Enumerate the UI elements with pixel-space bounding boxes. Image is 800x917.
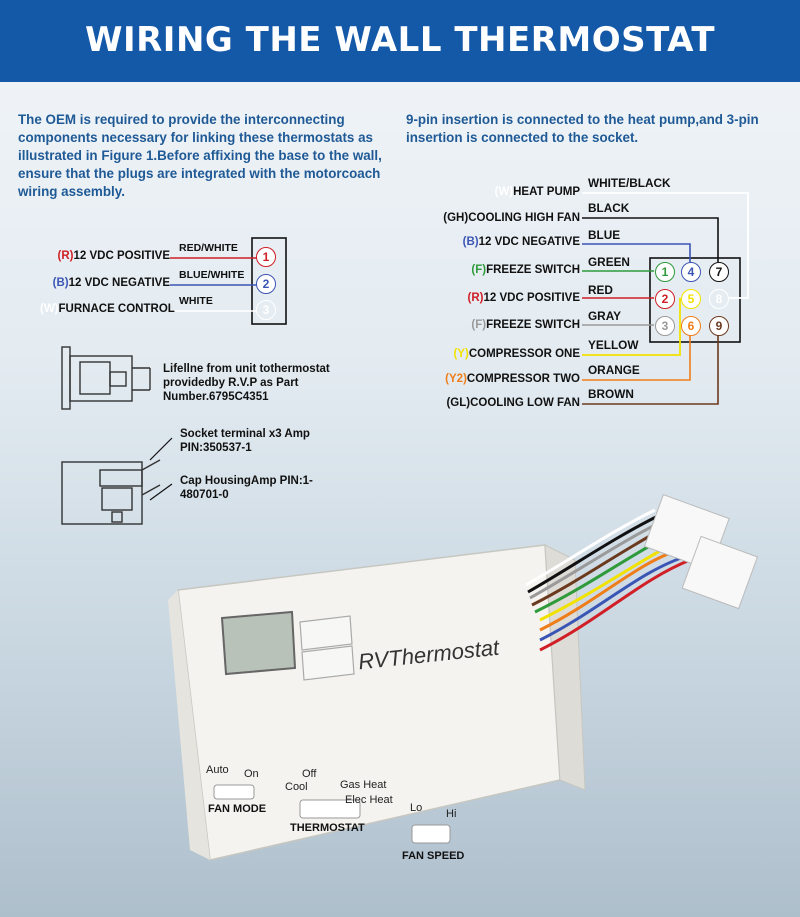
three-pin-row-1-wire: RED/WHITE <box>179 242 238 254</box>
fan-speed-lo: Lo <box>410 802 423 814</box>
three-pin-2: 2 <box>256 274 276 294</box>
fan-speed-hi: Hi <box>446 808 457 820</box>
fan-mode-label: FAN MODE <box>208 803 267 815</box>
wire-brown <box>582 334 719 405</box>
nine-pin-compressor-1-wire: YELLOW <box>588 338 639 352</box>
wire-yellow <box>582 298 681 356</box>
nine-pin-compressor-1-label: (Y)COMPRESSOR ONE <box>453 348 580 360</box>
three-pin-row-2-label: (B)12 VDC NEGATIVE <box>52 277 170 289</box>
thermostat-illustration <box>168 544 586 861</box>
nine-pin-4: 4 <box>681 262 701 282</box>
intro-left-text: The OEM is required to provide the inter… <box>18 112 382 199</box>
nine-pin-freeze-1-label: (F)FREEZE SWITCH <box>471 264 580 276</box>
nine-pin-compressor-2-wire: ORANGE <box>588 363 640 377</box>
mode-gas-heat: Gas Heat <box>340 779 387 791</box>
mode-cool: Cool <box>285 781 308 793</box>
three-pin-row-3-label: (W)FURNACE CONTROL <box>40 303 175 315</box>
nine-pin-heat-pump-wire: WHITE/BLACK <box>588 176 671 190</box>
nine-pin-cooling-high-label: (GH)COOLING HIGH FAN <box>443 212 580 224</box>
nine-pin-6: 6 <box>681 316 701 336</box>
three-pin-1: 1 <box>256 247 276 267</box>
page-title: WIRING THE WALL THERMOSTAT <box>84 20 716 60</box>
nine-pin-negative-label: (B)12 VDC NEGATIVE <box>462 236 580 248</box>
nine-pin-positive-label: (R)12 VDC POSITIVE <box>467 292 580 304</box>
wire-orange <box>582 334 691 381</box>
nine-pin-3: 3 <box>655 316 675 336</box>
nine-pin-connector <box>649 257 741 343</box>
three-pin-connector <box>251 237 287 325</box>
three-pin-row-2-wire: BLUE/WHITE <box>179 269 245 281</box>
three-pin-3: 3 <box>256 300 276 320</box>
nine-pin-5: 5 <box>681 289 701 309</box>
fan-speed-label: FAN SPEED <box>402 850 465 862</box>
nine-pin-9: 9 <box>709 316 729 336</box>
nine-pin-freeze-1-wire: GREEN <box>588 255 630 269</box>
three-pin-row-1-label: (R)12 VDC POSITIVE <box>57 250 170 262</box>
nine-pin-positive-wire: RED <box>588 283 613 297</box>
nine-pin-freeze-2-label: (F)FREEZE SWITCH <box>471 319 580 331</box>
three-pin-row-3-wire: WHITE <box>179 295 213 307</box>
fan-mode-auto: Auto <box>206 764 229 776</box>
nine-pin-cooling-high-wire: BLACK <box>588 201 630 215</box>
cap-housing-note: Cap HousingAmp PIN:1-480701-0 <box>180 475 313 501</box>
wire-white-black <box>582 192 749 299</box>
plug-drawing-top <box>61 346 151 410</box>
mode-off: Off <box>302 768 317 780</box>
wire-black <box>582 217 719 262</box>
nine-pin-negative-wire: BLUE <box>588 228 621 242</box>
nine-pin-1: 1 <box>655 262 675 282</box>
plug-drawing-bottom <box>61 459 161 525</box>
nine-pin-freeze-2-wire: GRAY <box>588 309 621 323</box>
thermostat-mode-label: THERMOSTAT <box>290 822 365 834</box>
socket-terminal-note: Socket terminal x3 Amp PIN:350537-1 <box>180 428 310 454</box>
intro-right-text: 9-pin insertion is connected to the heat… <box>406 112 759 145</box>
nine-pin-7: 7 <box>709 262 729 282</box>
nine-pin-heat-pump-label: (W)HEAT PUMP <box>494 186 580 198</box>
wire-blue <box>582 243 691 262</box>
nine-pin-compressor-2-label: (Y2)COMPRESSOR TWO <box>445 373 580 385</box>
title-banner: WIRING THE WALL THERMOSTAT <box>0 0 800 82</box>
fan-mode-on: On <box>244 768 259 780</box>
nine-pin-cooling-low-label: (GL)COOLING LOW FAN <box>446 397 580 409</box>
lifeline-note: Lifellne from unit tothermostat provided… <box>163 363 330 403</box>
nine-pin-8: 8 <box>709 289 729 309</box>
nine-pin-cooling-low-wire: BROWN <box>588 387 634 401</box>
nine-pin-2: 2 <box>655 289 675 309</box>
mode-elec-heat: Elec Heat <box>345 794 393 806</box>
plug-housing <box>643 494 759 610</box>
